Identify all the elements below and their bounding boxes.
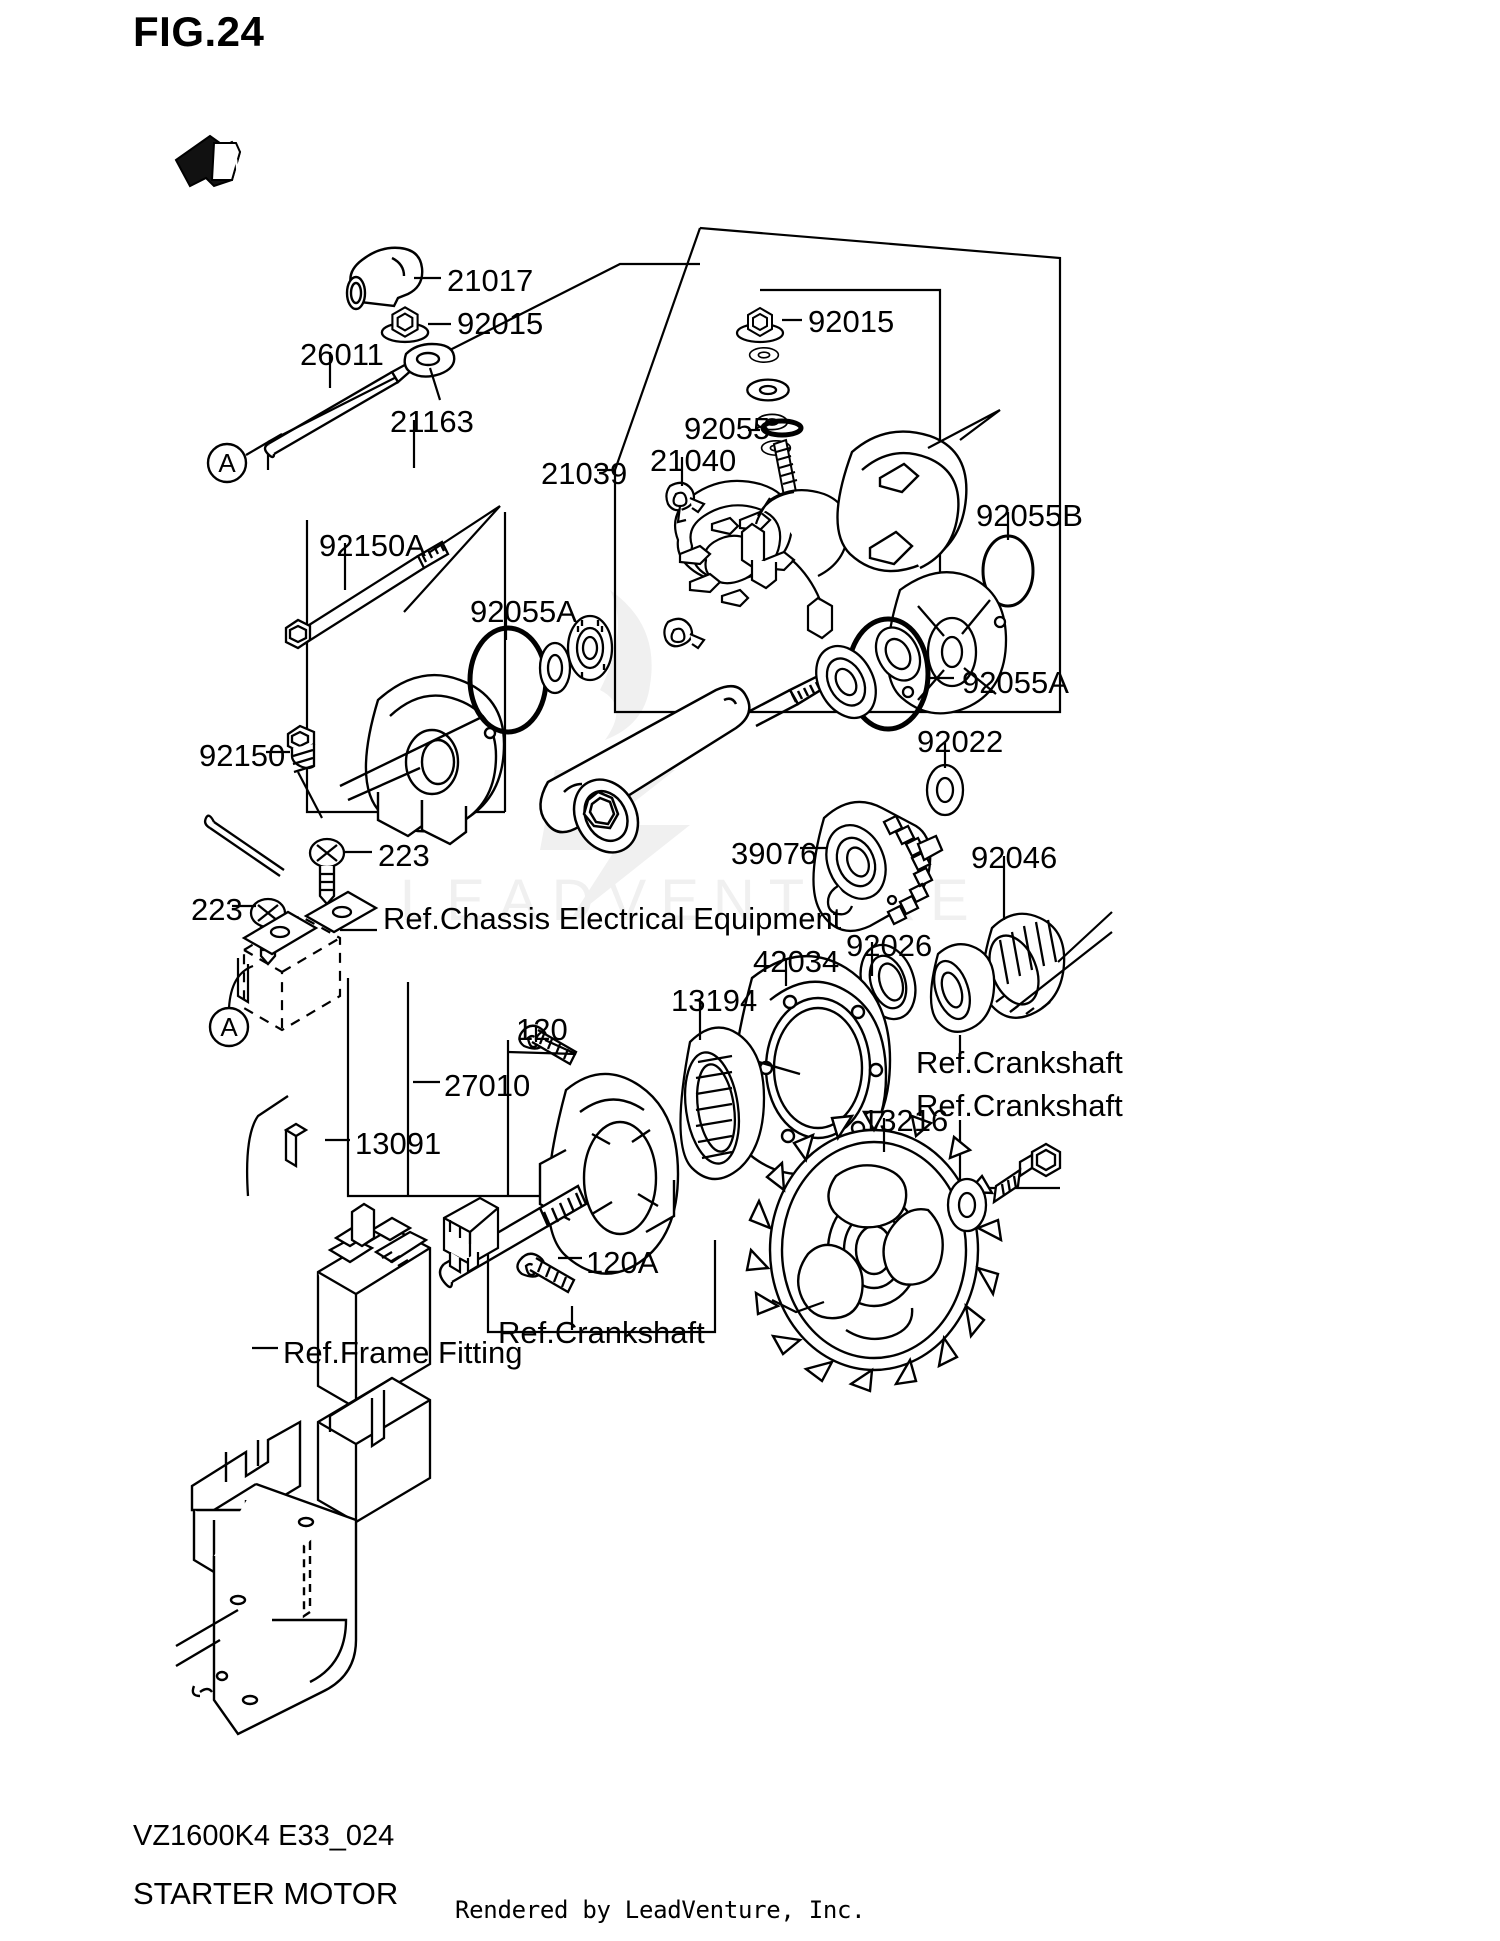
part-bearing-stack-right	[815, 626, 922, 720]
part-92022-washer	[925, 763, 965, 817]
part-brush-holder-ring	[836, 430, 968, 573]
part-label-27010: 27010	[444, 1068, 531, 1103]
part-39076-starter-clutch	[812, 800, 944, 933]
diagram-name: STARTER MOTOR	[133, 1876, 399, 1911]
part-armature-assembly	[539, 674, 826, 854]
part-223-screw-upper	[308, 837, 346, 906]
leader-lines	[232, 276, 1113, 1350]
part-label-92055: 92055	[684, 411, 771, 446]
reference-label-crankshaft-1: Ref.Crankshaft	[916, 1045, 1123, 1080]
part-label-92055A-left: 92055A	[470, 594, 577, 629]
part-92055A-o-ring-left	[467, 625, 549, 735]
part-label-92015-upper-left: 92015	[457, 306, 544, 341]
part-starter-idler-gear	[438, 1072, 680, 1289]
part-label-39076: 39076	[731, 836, 818, 871]
callout-circle-a-upper: A	[206, 433, 283, 484]
page-title: FIG.24	[133, 8, 265, 55]
part-label-223-lower: 223	[191, 892, 243, 927]
part-label-92015-upper-right: 92015	[808, 304, 895, 339]
part-crank-washer	[946, 1177, 988, 1233]
part-label-92150A: 92150A	[319, 528, 426, 563]
part-21017-terminal-cap	[345, 246, 424, 311]
part-label-21039: 21039	[541, 456, 628, 491]
part-92150A-long-bolt	[284, 540, 450, 650]
part-21163-terminal-lug	[403, 342, 456, 378]
fwd-direction-marker: FWD	[174, 134, 256, 188]
part-21040-brush-spring-2	[663, 617, 706, 650]
part-label-120: 120	[516, 1012, 568, 1047]
reference-label-chassis-electrical-equipment: Ref.Chassis Electrical Equipment	[383, 901, 842, 936]
part-label-92022: 92022	[917, 724, 1004, 759]
render-credit: Rendered by LeadVenture, Inc.	[455, 1896, 866, 1924]
part-bearing-seal-left	[538, 614, 614, 695]
part-13091-cover	[316, 1376, 432, 1524]
wire-harness	[203, 814, 309, 1197]
part-92026-spacer	[929, 943, 996, 1033]
part-120A-socket-bolt	[516, 1252, 576, 1294]
part-label-92150: 92150	[199, 738, 286, 773]
part-13194-gear-ring	[679, 1026, 766, 1181]
part-motor-front-housing	[339, 673, 506, 846]
part-120-socket-bolt	[518, 1024, 578, 1066]
part-label-42034: 42034	[753, 944, 840, 979]
part-label-21040: 21040	[650, 443, 737, 478]
part-frame-fitting-bracket	[175, 1419, 358, 1736]
part-label-120A: 120A	[586, 1245, 659, 1280]
callout-circle-a-lower: A	[208, 964, 254, 1048]
terminal-stack-92015-92055	[735, 307, 804, 498]
part-13216-starter-driven-gear	[745, 1110, 1003, 1393]
part-label-92026: 92026	[846, 928, 933, 963]
part-fuse	[442, 1196, 500, 1274]
reference-label-crankshaft-3: Ref.Crankshaft	[498, 1315, 705, 1350]
part-label-92055B: 92055B	[976, 498, 1083, 533]
part-label-21017: 21017	[447, 263, 534, 298]
part-label-92046: 92046	[971, 840, 1058, 875]
part-label-26011: 26011	[300, 337, 384, 372]
reference-label-crankshaft-2: Ref.Crankshaft	[916, 1088, 1123, 1123]
model-code: VZ1600K4 E33_024	[133, 1820, 395, 1852]
part-end-cover-housing	[886, 571, 1008, 715]
part-brush-set-assembly	[740, 489, 850, 640]
part-92055-o-ring	[760, 418, 804, 438]
part-92046-needle-bearing	[981, 912, 1066, 1019]
reference-label-frame-fitting: Ref.Frame Fitting	[283, 1335, 523, 1370]
part-label-21163: 21163	[390, 404, 474, 439]
part-21040-brush-spring	[665, 481, 706, 524]
part-label-13091: 13091	[355, 1126, 442, 1161]
part-27010-starter-relay	[316, 1202, 432, 1410]
part-92150-bolt	[286, 724, 316, 774]
part-label-13216: 13216	[862, 1103, 949, 1138]
svg-text:A: A	[218, 448, 236, 478]
part-label-13194: 13194	[671, 983, 758, 1018]
svg-text:A: A	[220, 1012, 238, 1042]
part-label-223-upper: 223	[378, 838, 430, 873]
part-label-92055A-right: 92055A	[962, 665, 1069, 700]
part-bracket-tabs	[241, 890, 379, 956]
part-92015-flange-nut-left	[380, 306, 430, 344]
part-crank-flange-bolt	[992, 1142, 1062, 1205]
